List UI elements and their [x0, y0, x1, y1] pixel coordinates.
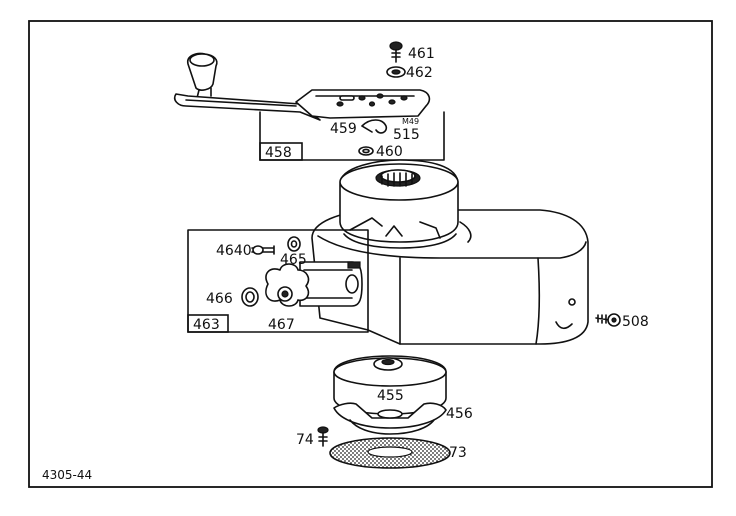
star-knob-467	[265, 263, 310, 307]
washer-462: 462	[386, 65, 433, 81]
part-label-459: 459	[330, 121, 357, 137]
part-label-461: 461	[408, 46, 435, 62]
screw-461: 461	[389, 41, 435, 63]
diagram-frame	[28, 20, 713, 488]
part-label-515: 515	[393, 127, 420, 143]
crank-handle-knob	[186, 52, 218, 99]
starter-gear	[375, 169, 421, 187]
part-label-458: 458	[265, 145, 292, 161]
crank-assembly: 458 459 M49 515 460	[173, 52, 445, 161]
ring-466-icon	[241, 287, 259, 307]
callout-box-463	[187, 229, 369, 333]
crank-plate-holes	[336, 93, 408, 107]
label-box-458	[259, 142, 303, 161]
crank-arm	[173, 93, 321, 121]
part-label-466: 466	[206, 291, 233, 307]
callout-box-458	[259, 111, 445, 161]
starter-housing	[311, 159, 589, 345]
label-box-463	[187, 314, 229, 333]
crank-plate	[295, 89, 431, 119]
part-label-455: 455	[377, 388, 404, 404]
drawing-id: 4305-44	[42, 468, 92, 482]
part-label-462: 462	[406, 65, 433, 81]
spring-plate-456: 456	[333, 402, 473, 435]
part-label-456: 456	[446, 406, 473, 422]
part-label-4640: 4640	[216, 243, 252, 259]
screen-73: 73	[329, 437, 467, 469]
part-label-74: 74	[296, 432, 314, 448]
screw-508: 508	[595, 313, 649, 330]
handle-assembly: 463 467 4640 465 466	[187, 229, 369, 333]
washer-460-icon	[358, 146, 374, 156]
spring-clip-459-icon	[361, 119, 388, 134]
washer-465-icon	[287, 236, 301, 252]
part-label-463: 463	[193, 317, 220, 333]
pulley-455: 455	[333, 355, 447, 415]
part-label-515-tag: M49	[402, 117, 419, 126]
part-label-465: 465	[280, 252, 307, 268]
part-label-460: 460	[376, 144, 403, 160]
part-label-508: 508	[622, 314, 649, 330]
part-label-73: 73	[449, 445, 467, 461]
screw-74: 74	[296, 426, 329, 448]
part-label-467: 467	[268, 317, 295, 333]
